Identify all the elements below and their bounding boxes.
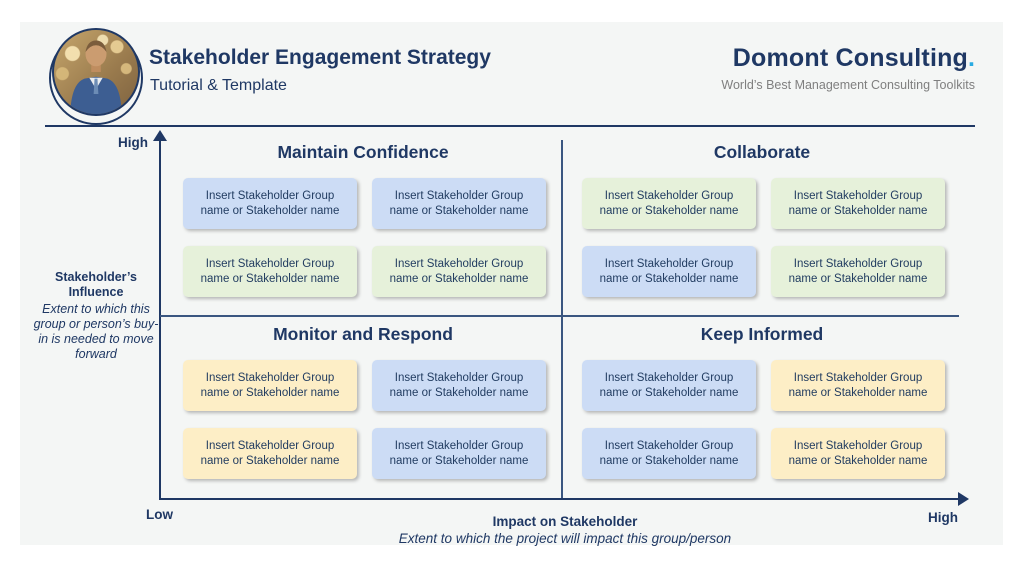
quadrant-title: Keep Informed [700, 324, 824, 344]
quadrant-maintain-confidence: Maintain Confidence Insert Stakeholder G… [163, 142, 563, 322]
quadrant-monitor-and-respond: Monitor and Respond Insert Stakeholder G… [163, 324, 563, 504]
y-axis-line [159, 139, 161, 499]
x-axis-line [159, 498, 959, 500]
stakeholder-box: Insert Stakeholder Group name or Stakeho… [582, 428, 756, 479]
x-axis-high-label: High [928, 510, 958, 525]
stakeholder-box: Insert Stakeholder Group name or Stakeho… [582, 178, 756, 229]
brand-block: Domont Consulting. World’s Best Manageme… [721, 44, 975, 92]
stakeholder-box: Insert Stakeholder Group name or Stakeho… [771, 178, 945, 229]
quadrant-keep-informed: Keep Informed Insert Stakeholder Group n… [562, 324, 962, 504]
stakeholder-box: Insert Stakeholder Group name or Stakeho… [771, 246, 945, 297]
stakeholder-box: Insert Stakeholder Group name or Stakeho… [372, 246, 546, 297]
matrix-vertical-divider [561, 140, 563, 498]
y-axis-caption: Stakeholder’s Influence Extent to which … [32, 270, 160, 363]
stakeholder-box: Insert Stakeholder Group name or Stakeho… [183, 246, 357, 297]
y-axis-high-label: High [118, 135, 148, 150]
y-axis-arrow-icon [153, 130, 167, 141]
stakeholder-box: Insert Stakeholder Group name or Stakeho… [372, 360, 546, 411]
matrix-horizontal-divider [160, 315, 959, 317]
page-title: Stakeholder Engagement Strategy [149, 46, 491, 69]
portrait-photo [52, 28, 140, 116]
brand-tagline: World’s Best Management Consulting Toolk… [721, 78, 975, 92]
x-axis-caption: Impact on Stakeholder Extent to which th… [365, 514, 765, 546]
x-axis-subtitle: Extent to which the project will impact … [398, 531, 732, 546]
stakeholder-box: Insert Stakeholder Group name or Stakeho… [582, 360, 756, 411]
y-axis-subtitle: Extent to which this group or person’s b… [33, 301, 159, 362]
stakeholder-box: Insert Stakeholder Group name or Stakeho… [582, 246, 756, 297]
quadrant-title: Monitor and Respond [273, 324, 453, 344]
person-portrait-icon [70, 40, 122, 114]
stakeholder-box: Insert Stakeholder Group name or Stakeho… [183, 178, 357, 229]
quadrant-title: Maintain Confidence [277, 142, 449, 162]
quadrant-title: Collaborate [713, 142, 811, 162]
quadrant-collaborate: Collaborate Insert Stakeholder Group nam… [562, 142, 962, 322]
y-axis-low-label: Low [146, 507, 173, 522]
slide: Stakeholder Engagement Strategy Tutorial… [20, 22, 1003, 546]
brand-dot: . [968, 44, 975, 72]
stakeholder-box: Insert Stakeholder Group name or Stakeho… [372, 428, 546, 479]
stakeholder-box: Insert Stakeholder Group name or Stakeho… [183, 360, 357, 411]
brand-name: Domont Consulting [732, 44, 969, 72]
stakeholder-box: Insert Stakeholder Group name or Stakeho… [771, 360, 945, 411]
page-subtitle: Tutorial & Template [150, 77, 287, 94]
avatar [49, 28, 143, 125]
x-axis-title: Impact on Stakeholder [492, 514, 638, 529]
stakeholder-box: Insert Stakeholder Group name or Stakeho… [771, 428, 945, 479]
x-axis-arrow-icon [958, 492, 969, 506]
y-axis-title: Stakeholder’s Influence [55, 270, 137, 300]
stakeholder-box: Insert Stakeholder Group name or Stakeho… [183, 428, 357, 479]
stakeholder-box: Insert Stakeholder Group name or Stakeho… [372, 178, 546, 229]
header-divider [45, 125, 975, 127]
